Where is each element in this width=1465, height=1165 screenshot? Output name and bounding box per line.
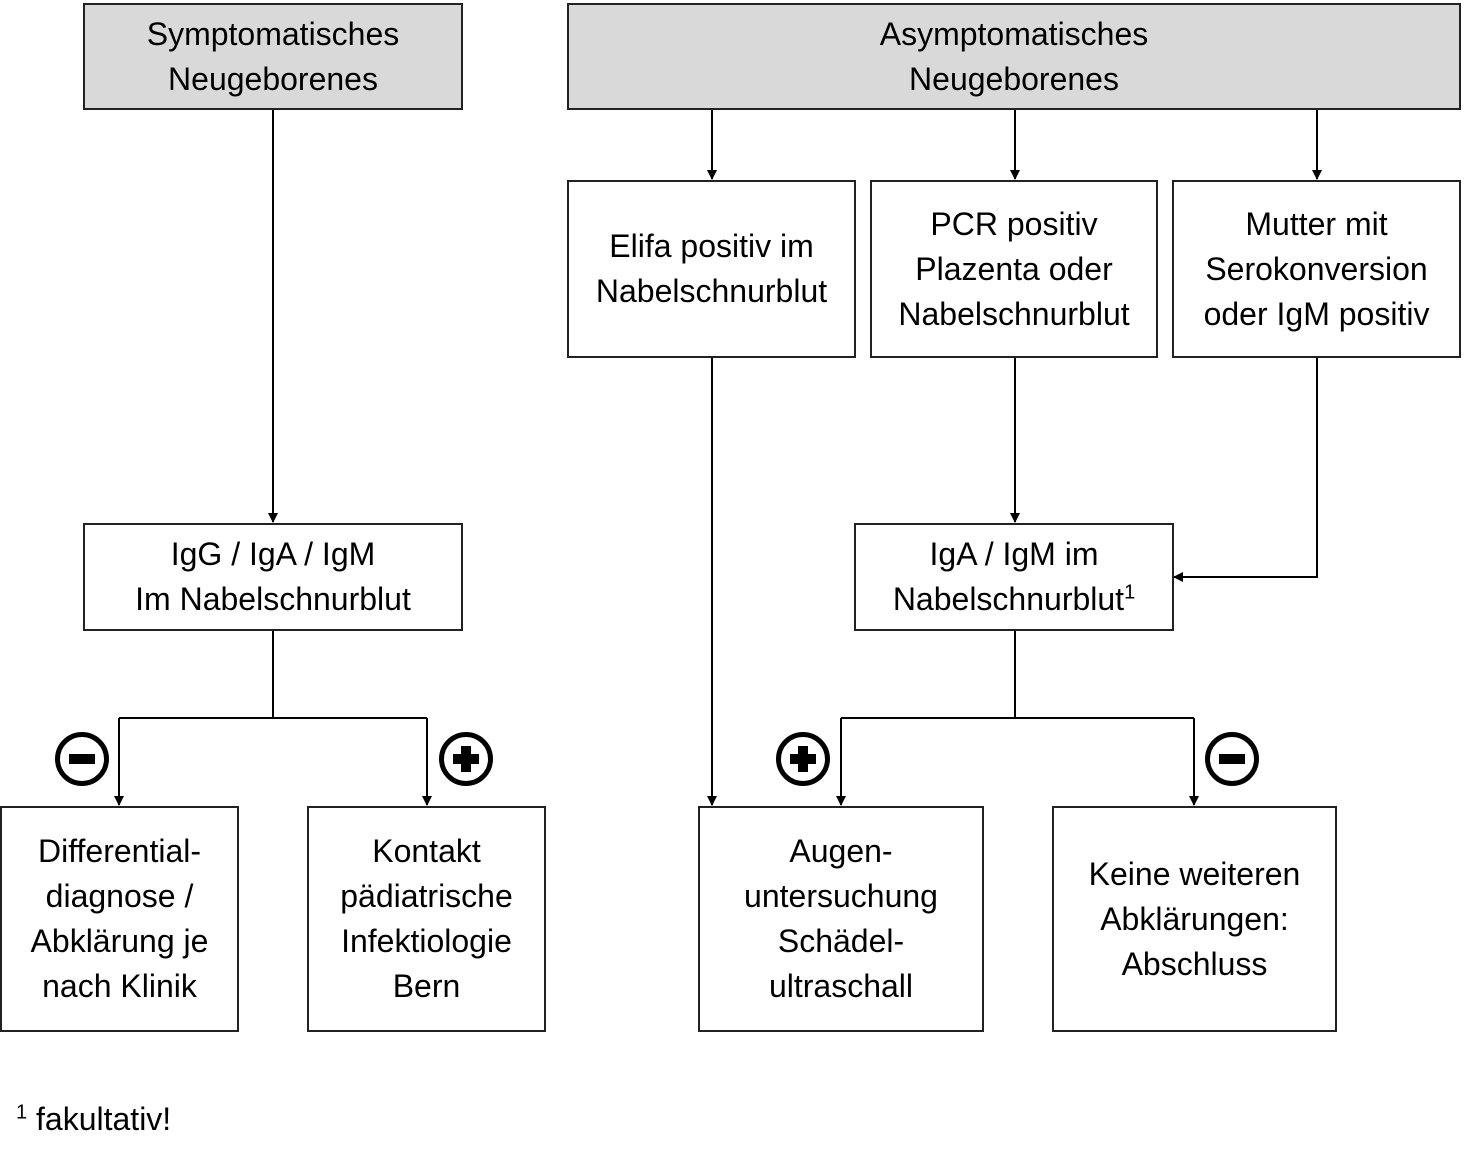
eye-exam-ultrasound-label: Augen- untersuchung Schädel- ultraschall xyxy=(744,833,938,1004)
asymptomatic-newborn-box: Asymptomatisches Neugeborenes xyxy=(567,3,1461,110)
mother-seroconversion-box: Mutter mit Serokonversion oder IgM posit… xyxy=(1172,180,1461,358)
plus-icon xyxy=(776,732,830,786)
symptomatic-newborn-label: Symptomatisches Neugeborenes xyxy=(146,15,400,97)
differential-diagnosis-label: Differential- diagnose / Abklärung je na… xyxy=(30,833,209,1004)
symptomatic-newborn-box: Symptomatisches Neugeborenes xyxy=(83,3,463,110)
no-further-workup-label: Keine weiteren Abklärungen: Abschluss xyxy=(1088,855,1301,982)
minus-icon xyxy=(1205,732,1259,786)
elifa-positive-box: Elifa positiv im Nabelschnurblut xyxy=(567,180,856,358)
mother-seroconversion-label: Mutter mit Serokonversion oder IgM posit… xyxy=(1203,205,1430,332)
minus-icon xyxy=(55,732,109,786)
eye-exam-ultrasound-box: Augen- untersuchung Schädel- ultraschall xyxy=(698,806,984,1032)
footnote-marker: 1 xyxy=(1124,581,1136,604)
asymptomatic-serology-line1: IgA / IgM im xyxy=(929,536,1099,572)
asymptomatic-serology-line2-text: Nabelschnurblut xyxy=(892,581,1125,617)
pcr-positive-label: PCR positiv Plazenta oder Nabelschnurblu… xyxy=(898,205,1130,332)
asymptomatic-newborn-label: Asymptomatisches Neugeborenes xyxy=(879,15,1149,97)
elifa-positive-label: Elifa positiv im Nabelschnurblut xyxy=(595,228,828,309)
asymptomatic-serology-line2: Nabelschnurblut1 xyxy=(893,581,1135,617)
contact-infectiology-box: Kontakt pädiatrische Infektiologie Bern xyxy=(307,806,546,1032)
pcr-positive-box: PCR positiv Plazenta oder Nabelschnurblu… xyxy=(870,180,1158,358)
asymptomatic-serology-box: IgA / IgM im Nabelschnurblut1 xyxy=(854,523,1174,631)
differential-diagnosis-box: Differential- diagnose / Abklärung je na… xyxy=(0,806,239,1032)
symptomatic-serology-label: IgG / IgA / IgM Im Nabelschnurblut xyxy=(135,536,411,617)
no-further-workup-box: Keine weiteren Abklärungen: Abschluss xyxy=(1052,806,1337,1032)
asymptomatic-serology-label: IgA / IgM im Nabelschnurblut1 xyxy=(893,532,1135,622)
symptomatic-serology-box: IgG / IgA / IgM Im Nabelschnurblut xyxy=(83,523,463,631)
contact-infectiology-label: Kontakt pädiatrische Infektiologie Bern xyxy=(340,833,513,1004)
footnote-number: 1 xyxy=(16,1101,28,1124)
footnote: 1 fakultativ! xyxy=(16,1097,171,1142)
plus-icon xyxy=(439,732,493,786)
arrow-mother-to-serology xyxy=(1173,357,1318,582)
footnote-text: fakultativ! xyxy=(27,1101,172,1137)
